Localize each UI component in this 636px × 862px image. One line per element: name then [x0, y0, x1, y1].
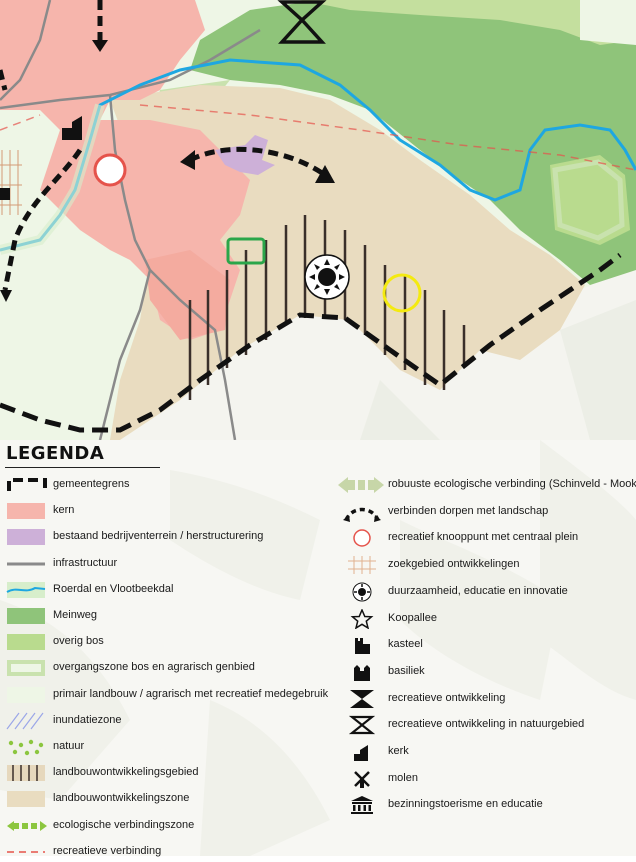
legend-label: basiliek	[388, 664, 425, 677]
legend-item-primair-landbouw: primair landbouw / agrarisch met recreat…	[5, 685, 335, 705]
legend-label: landbouwontwikkelingszone	[53, 792, 190, 805]
infrastructure-roads	[0, 0, 261, 440]
legend-item-inundatiezone: inundatiezone	[5, 711, 335, 731]
legend-item-kern: kern	[5, 501, 335, 521]
legend-label: zoekgebied ontwikkelingen	[388, 558, 520, 571]
legend-item-kerk: kerk	[336, 742, 636, 762]
legend-item-basiliek: basiliek	[336, 662, 636, 682]
legend-item-overig-bos: overig bos	[5, 632, 335, 652]
legend-item-recreatieve-verbinding: recreatieve verbinding	[5, 842, 335, 862]
legend-label: robuuste ecologische verbinding (Schinve…	[388, 478, 636, 490]
map-knooppunt-icon	[93, 153, 127, 187]
meinweg-forest	[190, 0, 636, 285]
legend-label: bestaand bedrijventerrein / herstructure…	[53, 530, 264, 543]
legend-item-recreatieve-ontwikkeling: recreatieve ontwikkeling	[336, 689, 636, 709]
outside-municipality	[120, 265, 636, 440]
legend-label: primair landbouw / agrarisch met recreat…	[53, 687, 329, 700]
legend-item-meinweg: Meinweg	[5, 606, 335, 626]
legend-item-ecologische-verbindingszone: ecologische verbindingszone	[5, 816, 335, 836]
legend-label: landbouwontwikkelingsgebied	[53, 766, 199, 779]
map-green-rectangle	[226, 237, 266, 265]
legend-item-molen: molen	[336, 769, 636, 789]
bedrijventerrein-area	[215, 135, 275, 175]
legend-item-kasteel: kasteel	[336, 635, 636, 655]
legend-item-gemeentegrens: gemeentegrens	[5, 475, 335, 495]
legend-item-verbinden-dorpen: verbinden dorpen met landschap	[336, 502, 636, 522]
zoekgebied-grid	[0, 150, 22, 215]
legend-item-landbouwontwikkelingsgebied: landbouwontwikkelingsgebied	[5, 763, 335, 783]
legend-item-recreatieve-ontwikkeling-natuur: recreatieve ontwikkeling in natuurgebied	[336, 715, 636, 735]
legend-label: recreatieve ontwikkeling in natuurgebied	[388, 718, 585, 731]
legend-label: recreatief knooppunt met centraal plein	[388, 531, 579, 544]
map-yellow-circle	[382, 273, 422, 313]
legend-item-knooppunt: recreatief knooppunt met centraal plein	[336, 528, 636, 548]
legend-item-natuur: natuur	[5, 737, 335, 757]
legend-label: inundatiezone	[53, 713, 122, 726]
legend-title: LEGENDA	[6, 443, 105, 464]
legend-item-duurzaamheid: duurzaamheid, educatie en innovatie	[336, 582, 636, 602]
legend-item-koopallee: Koopallee	[336, 608, 636, 629]
legend-label: kerk	[388, 745, 409, 757]
legend-label: recreatieve ontwikkeling	[388, 691, 506, 704]
legend-label: overig bos	[53, 635, 104, 648]
legend-item-bedrijventerrein: bestaand bedrijventerrein / herstructure…	[5, 527, 335, 547]
legend-label: Meinweg	[53, 609, 98, 621]
legend-label: infrastructuur	[53, 556, 118, 569]
arrow-heads	[0, 40, 335, 302]
recreatieve-verbinding-line	[139, 104, 636, 171]
legend-item-roerdal: Roerdal en Vlootbeekdal	[5, 580, 335, 600]
legend-label: ecologische verbindingszone	[53, 818, 195, 831]
map-church-icon	[62, 116, 82, 140]
verbinden-dorpen-arrows	[0, 0, 327, 291]
legend-item-robuuste-verbinding: robuuste ecologische verbinding (Schinve…	[336, 475, 636, 495]
map-sun-icon	[304, 254, 350, 300]
legend-item-overgangszone: overgangszone bos en agrarisch genbied	[5, 658, 335, 678]
legend-label: molen	[388, 771, 418, 784]
legend-label: natuur	[53, 740, 85, 752]
legend-label: Koopallee	[388, 611, 437, 624]
legend-label: recreatieve verbinding	[53, 844, 162, 857]
legend-divider	[5, 467, 160, 468]
landbouwontwikkelingsgebied-hatch	[188, 215, 466, 400]
legend-label: overgangszone bos en agrarisch genbied	[53, 661, 255, 674]
legend-item-landbouwontwikkelingszone: landbouwontwikkelingszone	[5, 789, 335, 809]
legend-label: verbinden dorpen met landschap	[388, 504, 549, 517]
legend-item-zoekgebied: zoekgebied ontwikkelingen	[336, 555, 636, 575]
legend-label: kern	[53, 504, 75, 517]
legend-label: duurzaamheid, educatie en innovatie	[388, 584, 568, 597]
map-hourglass-icon	[277, 0, 327, 44]
legend-item-infrastructuur: infrastructuur	[5, 554, 335, 574]
legend-label: bezinningstoerisme en educatie	[388, 798, 543, 811]
legend-label: gemeentegrens	[53, 478, 130, 490]
legend-item-bezinningstoerisme: bezinningstoerisme en educatie	[336, 795, 636, 815]
legend-label: kasteel	[388, 638, 423, 651]
gemeentegrens-line	[0, 253, 622, 433]
legend-label: Roerdal en Vlootbeekdal	[53, 582, 174, 595]
